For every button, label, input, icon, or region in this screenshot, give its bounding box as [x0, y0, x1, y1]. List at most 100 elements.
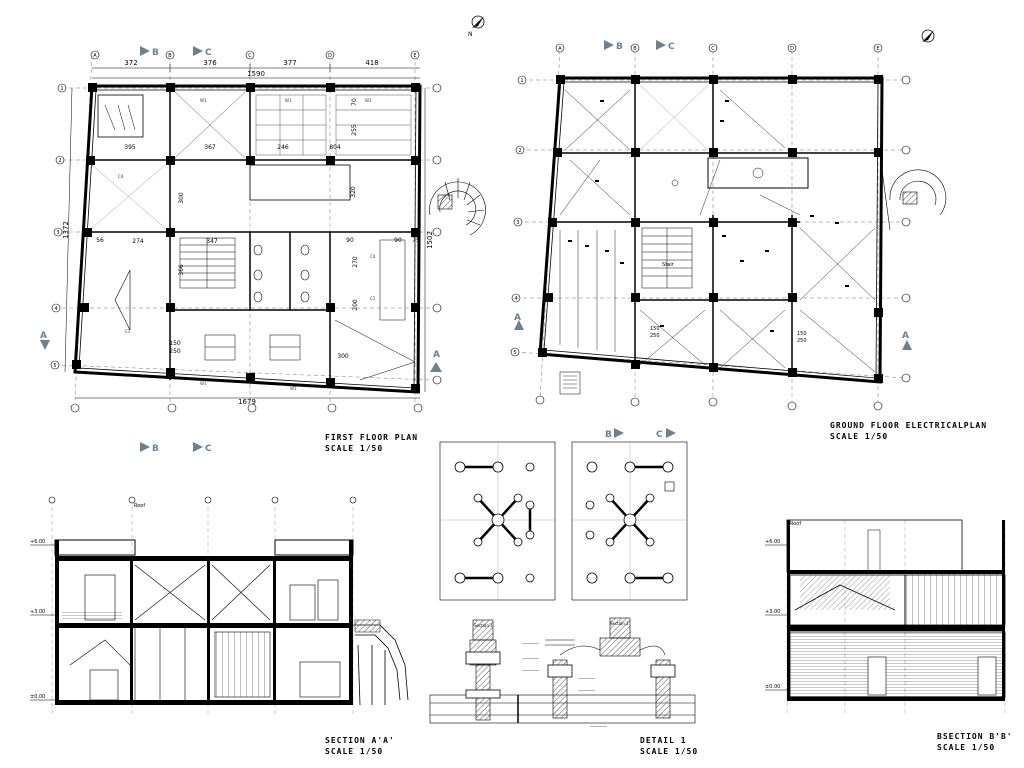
ground-floor-caption: GROUND FLOOR ELECTRICALPLAN SCALE 1/50 [830, 420, 987, 442]
gf-section-label: A [902, 331, 909, 341]
north-arrow-icon [471, 15, 485, 29]
sa-level: +3.00 [30, 609, 45, 615]
ff-room-dim: 274 [132, 238, 144, 245]
ff-grid-number: 3 [56, 230, 59, 236]
svg-text:────────: ──────── [521, 642, 540, 646]
gf-section-label: B [616, 42, 623, 52]
ff-grid-number: 5 [53, 363, 56, 369]
ff-room-dim: 300 [337, 353, 349, 360]
ff-grid-letter: C [248, 53, 252, 59]
ff-grid-letter: E [413, 53, 416, 59]
gf-grid-number: 1 [520, 78, 523, 84]
ff-room-dim: 347 [206, 238, 218, 245]
detail-section-label: B [605, 430, 612, 440]
svg-text:W3: W3 [365, 98, 372, 103]
detail-section-label: C [656, 430, 663, 440]
ff-room-dim: 250 [169, 348, 181, 355]
sb-roof-label: Roof [790, 521, 801, 527]
svg-text:W1: W1 [200, 98, 207, 103]
ff-grid-number: 1 [60, 86, 63, 92]
section-bb-drawing [765, 519, 1006, 715]
gf-grid-number: 3 [516, 220, 519, 226]
detail-section-drawings: ──────── ──────── ──────── ──────── ───────… [429, 617, 696, 729]
ff-section-label: B [152, 444, 159, 454]
ground-floor-scale: SCALE 1/50 [830, 432, 889, 441]
ff-room-dim: 366 [178, 264, 185, 276]
svg-text:────────: ──────── [589, 725, 608, 729]
ff-grid-letter: A [93, 53, 97, 59]
section-aa-drawing [30, 496, 409, 715]
ff-room-dim: 90 [394, 237, 402, 244]
spiral-stair-first [429, 178, 486, 236]
ff-section-label: C [205, 48, 212, 58]
ff-dim-overall-top: 1590 [247, 70, 265, 78]
detail-plan-right [571, 441, 688, 601]
ff-room-dim: 395 [124, 144, 136, 151]
gf-grid-letter: B [633, 46, 637, 52]
ff-room-dim: 56 [96, 237, 104, 244]
gf-room-dim: 150 [797, 331, 807, 337]
ff-grid-letter: B [168, 53, 172, 59]
gf-grid-letter: D [790, 46, 794, 52]
ff-section-label: C [205, 444, 212, 454]
svg-text:C4: C4 [118, 174, 124, 179]
sb-level: +3.00 [765, 609, 780, 615]
detail-subsection-label: Section 2 [610, 621, 629, 626]
ff-grid-number: 2 [58, 158, 61, 164]
section-spiral-stair [353, 624, 409, 706]
svg-text:W1: W1 [285, 98, 292, 103]
sb-level: ±0.00 [765, 684, 780, 690]
ff-room-dim: 270 [352, 256, 359, 268]
ff-room-dim: 255 [351, 124, 358, 136]
ff-room-dim: 300 [178, 192, 185, 204]
svg-text:────────: ──────── [577, 677, 596, 681]
spiral-stair-ground [881, 169, 947, 231]
gf-grid-letter: A [558, 46, 562, 52]
ff-grid-letter: D [328, 53, 332, 59]
svg-text:W1: W1 [290, 386, 297, 391]
ff-section-label: B [152, 48, 159, 58]
ff-room-dim: 70 [351, 98, 358, 106]
svg-text:────────: ──────── [521, 657, 540, 661]
first-floor-caption: FIRST FLOOR PLAN SCALE 1/50 [325, 432, 418, 454]
svg-text:C4: C4 [370, 254, 376, 259]
section-bb-scale: SCALE 1/50 [937, 743, 996, 752]
ff-room-dim: 75 [412, 237, 420, 244]
ff-section-markers [40, 46, 442, 452]
ff-dim-left: 1372 [62, 221, 70, 239]
gf-stair-label: Stair [662, 262, 675, 268]
first-floor-title: FIRST FLOOR PLAN [325, 433, 419, 442]
gf-grid-number: 5 [513, 350, 516, 356]
first-floor-scale: SCALE 1/50 [325, 444, 384, 453]
ff-room-dim: 200 [352, 299, 359, 311]
ff-section-label: A [433, 350, 440, 360]
ff-section-label: A [40, 331, 47, 341]
svg-text:────────: ──────── [521, 669, 540, 673]
detail-section-markers [614, 428, 676, 438]
ff-dim-top-4: 418 [365, 59, 378, 67]
section-bb-title: BSECTION B'B' [937, 732, 1013, 741]
ff-dim-overall-bottom: 1679 [238, 398, 256, 406]
gf-room-dim: 150 [650, 326, 660, 332]
section-bb-caption: BSECTION B'B' SCALE 1/50 [937, 731, 1013, 753]
north-label: N [468, 31, 473, 38]
ff-room-dim: 246 [277, 144, 289, 151]
svg-text:C1: C1 [370, 296, 376, 301]
ff-room-dim: 90 [346, 237, 354, 244]
detail-caption: DETAIL 1 SCALE 1/50 [640, 735, 698, 757]
detail-title: DETAIL 1 [640, 736, 687, 745]
gf-grid-letter: E [876, 46, 879, 52]
ff-room-dim: 804 [329, 144, 341, 151]
section-aa-title: SECTION A'A' [325, 736, 395, 745]
sb-level: +6.00 [765, 539, 780, 545]
ff-dim-top-1: 372 [124, 59, 137, 67]
sa-level: ±0.00 [30, 694, 45, 700]
detail-plan-left [439, 441, 556, 601]
gf-section-markers [514, 40, 912, 350]
gf-grid-number: 2 [518, 148, 521, 154]
svg-text:────────: ──────── [577, 689, 596, 693]
gf-room-dim: 250 [797, 338, 807, 344]
svg-text:W1: W1 [200, 381, 207, 386]
